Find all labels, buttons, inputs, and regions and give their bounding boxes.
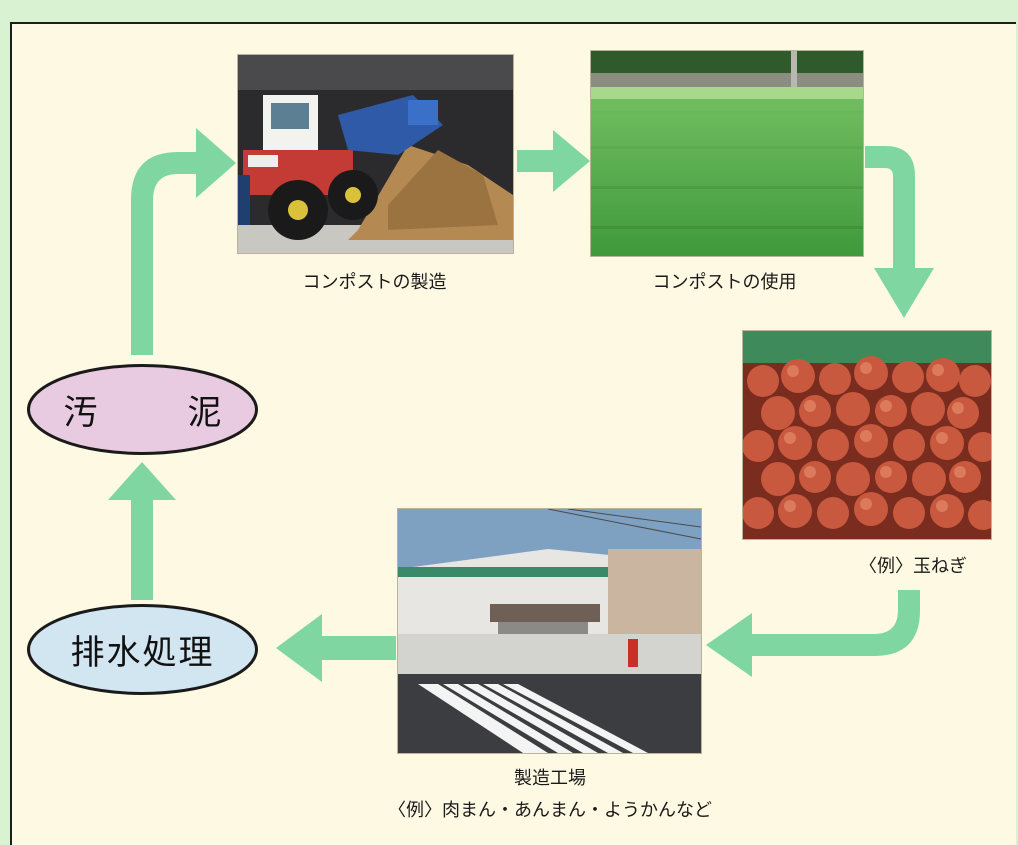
arrow-factory-to-wastewater-shaft — [318, 636, 396, 660]
sludge-label: 汚 泥 — [63, 393, 250, 433]
caption-factory-line1: 製造工場 — [514, 768, 586, 789]
sludge-ellipse-shape — [27, 364, 258, 455]
sludge-node: 汚 泥 — [25, 362, 260, 457]
arrow-head-to-compost-make — [196, 128, 236, 198]
arrow-head-to-onion — [874, 268, 934, 318]
caption-factory-line2: 〈例〉肉まん・あんまん・ようかんなど — [388, 800, 712, 821]
arrow-wastewater-to-sludge-shaft — [131, 495, 153, 600]
caption-compost-make: コンポストの製造 — [302, 272, 447, 293]
arrow-sludge-up-corner — [131, 152, 200, 200]
compost-use-photo — [590, 50, 864, 257]
arrow-head-to-factory — [706, 613, 752, 677]
arrow-use-to-onion-corner — [865, 146, 915, 270]
arrow-head-to-wastewater — [276, 614, 322, 682]
onion-photo — [742, 330, 992, 540]
caption-compost-use: コンポストの使用 — [652, 272, 797, 293]
wastewater-node: 排水処理 — [25, 602, 260, 697]
wastewater-label: 排水処理 — [70, 633, 215, 673]
caption-onion: 〈例〉玉ねぎ — [859, 556, 967, 577]
arrow-make-to-use-shaft — [517, 150, 557, 172]
compost-making-photo — [237, 54, 514, 254]
arrow-sludge-up-shaft — [131, 200, 153, 355]
arrow-head-to-compost-use — [553, 130, 590, 192]
wastewater-ellipse-shape — [27, 604, 258, 695]
factory-photo — [397, 508, 702, 754]
arrow-onion-to-factory-corner — [748, 590, 920, 656]
arrow-head-to-sludge — [108, 462, 176, 500]
